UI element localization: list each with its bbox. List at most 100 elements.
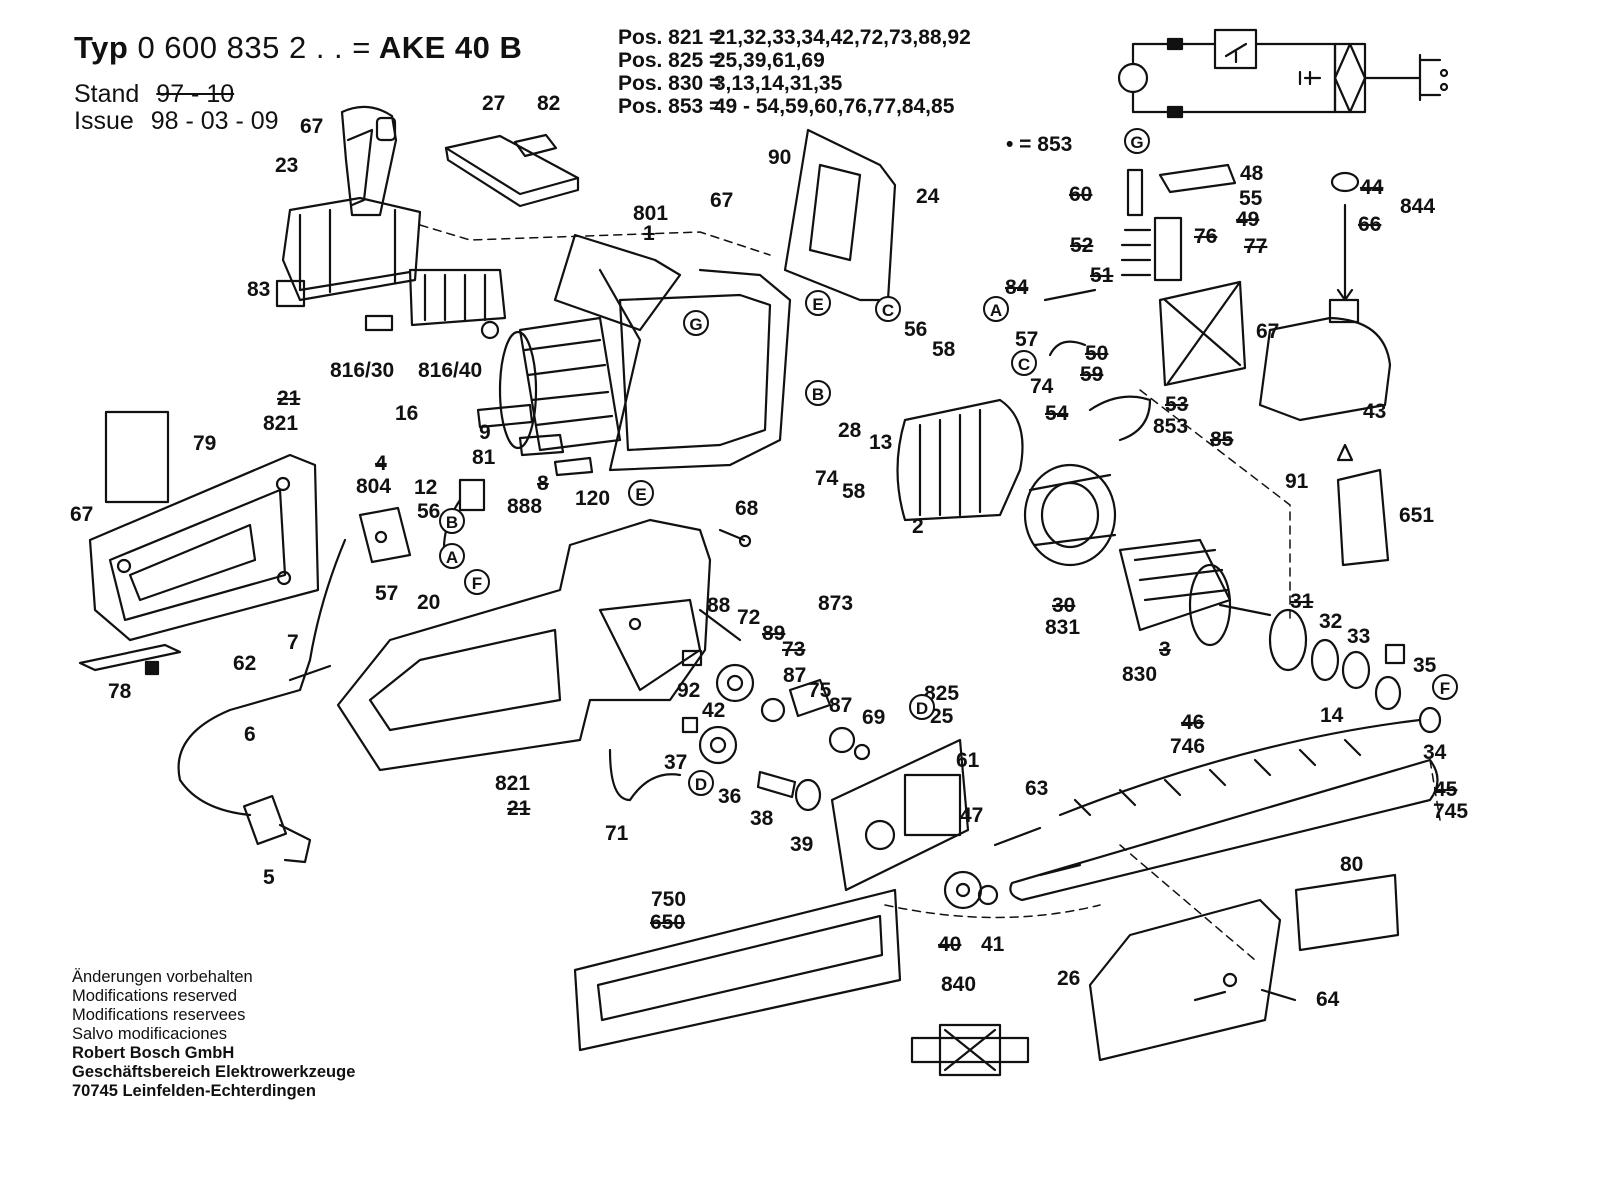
callout-73: 73 — [782, 638, 805, 661]
callout-E2: E — [635, 485, 646, 504]
footer-notes: Änderungen vorbehalten Modifications res… — [72, 968, 355, 1101]
callout-circle — [805, 380, 831, 406]
callout-873: 873 — [818, 592, 853, 615]
callout-7: 7 — [287, 631, 299, 654]
callout-42: 42 — [702, 699, 725, 722]
callout-circle — [983, 296, 1009, 322]
callout-821a: 821 — [263, 412, 298, 435]
callout-circle — [464, 569, 490, 595]
callout-67b: 67 — [710, 189, 733, 212]
label-8-120 — [518, 433, 594, 477]
callout-44: 44 — [1360, 176, 1384, 199]
callout-D1: D — [916, 699, 928, 718]
callout-89: 89 — [762, 622, 785, 645]
callout-853: 853 — [1153, 415, 1188, 438]
issue-value: 98 - 03 - 09 — [150, 107, 279, 135]
callout-36: 36 — [718, 785, 741, 808]
footer-line: Modifications reserved — [72, 987, 238, 1005]
company-address: 70745 Leinfelden-Echterdingen — [72, 1082, 316, 1100]
filter-91 — [1336, 443, 1354, 462]
callout-64: 64 — [1316, 988, 1340, 1011]
callout-2: 2 — [912, 515, 924, 538]
callout-31: 31 — [1290, 590, 1314, 613]
position-label: Pos. 830 = — [618, 72, 722, 95]
rear-handle-23 — [281, 105, 422, 302]
callout-67d: 67 — [1256, 320, 1279, 343]
callout-68: 68 — [735, 497, 759, 520]
callout-40: 40 — [938, 933, 961, 956]
callout-C2: C — [1018, 355, 1030, 374]
callout-804: 804 — [356, 475, 391, 498]
shaft-38 — [756, 770, 797, 799]
model-name: AKE 40 B — [378, 30, 523, 65]
assembly-lines — [419, 224, 1441, 961]
guide-bar-chain — [1009, 718, 1439, 902]
callout-745: 745 — [1433, 800, 1468, 823]
callout-circle — [875, 296, 901, 322]
cover-27 — [444, 133, 580, 208]
callout-47: 47 — [960, 804, 983, 827]
callout-840: 840 — [941, 973, 976, 996]
oil-tank-43 — [1258, 203, 1392, 422]
callout-23: 23 — [275, 154, 298, 177]
callout-26: 26 — [1057, 967, 1080, 990]
position-label: Pos. 825 = — [618, 49, 722, 72]
callout-67a: 67 — [300, 115, 323, 138]
label-9 — [476, 403, 534, 429]
callout-G2: G — [1130, 133, 1143, 152]
callout-90: 90 — [768, 146, 791, 169]
footer-line: Änderungen vorbehalten — [72, 968, 253, 986]
callout-14: 14 — [1320, 704, 1344, 727]
callout-49: 49 — [1236, 208, 1259, 231]
callout-50: 50 — [1085, 342, 1108, 365]
rod-78 — [78, 643, 182, 672]
callout-1: 1 — [643, 222, 655, 245]
nut-78 — [144, 660, 160, 676]
bolt-63 — [993, 826, 1042, 847]
callout-821b: 821 — [495, 772, 530, 795]
washer-87b — [828, 726, 856, 754]
callout-816_40: 816/40 — [418, 359, 482, 382]
wiring-diagram — [1117, 28, 1449, 119]
callout-25: 25 — [930, 705, 954, 728]
callout-816_30: 816/30 — [330, 359, 394, 382]
callout-45: 45 — [1434, 778, 1458, 801]
position-value: 21,32,33,34,42,72,73,88,92 — [713, 26, 971, 49]
footer-line: Salvo modificaciones — [72, 1025, 227, 1043]
callout-circle — [628, 480, 654, 506]
bearing-14 — [1374, 675, 1402, 711]
callout-F1: F — [472, 574, 482, 593]
callout-21a: 21 — [277, 387, 301, 410]
issue-label: Issue — [74, 107, 134, 135]
callout-24: 24 — [916, 185, 940, 208]
callout-81: 81 — [472, 446, 496, 469]
fan-guard-30 — [1023, 463, 1117, 567]
callout-D2: D — [695, 775, 707, 794]
callout-4: 4 — [375, 452, 387, 475]
callout-79: 79 — [193, 432, 216, 455]
callout-circle — [909, 694, 935, 720]
position-label: Pos. 821 = — [618, 26, 722, 49]
callout-F2: F — [1440, 679, 1450, 698]
armature-3 — [1118, 538, 1272, 647]
bearing-39 — [794, 778, 822, 812]
label-83 — [275, 279, 306, 308]
callout-67c: 67 — [70, 503, 93, 526]
callout-75: 75 — [808, 679, 832, 702]
callout-G1: G — [689, 315, 702, 334]
field-coil-2 — [896, 398, 1024, 522]
callout-63: 63 — [1025, 777, 1048, 800]
callout-72: 72 — [737, 606, 760, 629]
callout-844: 844 — [1400, 195, 1435, 218]
callout-85: 85 — [1210, 428, 1234, 451]
callout-B2: B — [812, 385, 824, 404]
callout-74b: 74 — [1030, 375, 1054, 398]
screw-head-68 — [738, 534, 752, 548]
callout-55: 55 — [1239, 187, 1263, 210]
callout-43: 43 — [1363, 400, 1386, 423]
callout-651: 651 — [1399, 504, 1434, 527]
callout-circle — [439, 508, 465, 534]
callout-746: 746 — [1170, 735, 1205, 758]
